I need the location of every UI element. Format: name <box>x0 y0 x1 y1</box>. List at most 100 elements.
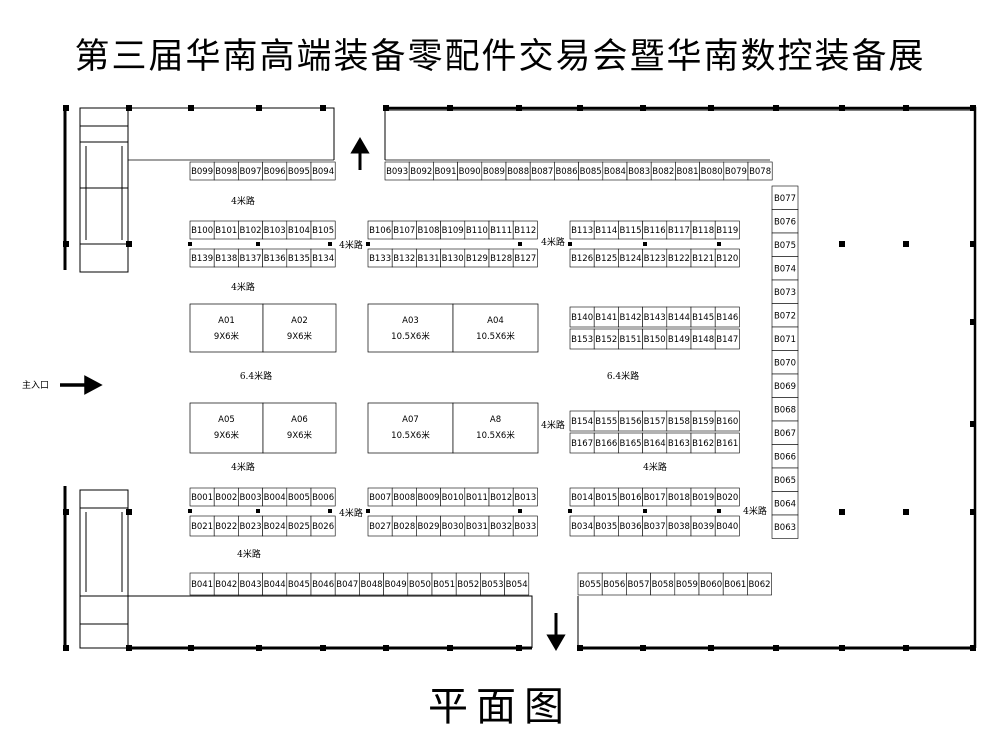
booth-label: B141 <box>595 313 617 323</box>
booth-label: B149 <box>668 335 690 345</box>
booth-label: B013 <box>514 493 536 503</box>
wall <box>385 106 977 648</box>
wall <box>80 507 128 625</box>
booth-label: B042 <box>215 580 237 590</box>
booth-label: B027 <box>369 522 391 532</box>
pillar <box>839 105 845 111</box>
road-label: 4米路 <box>339 239 363 251</box>
booth <box>310 515 336 537</box>
booth-label: B113 <box>571 226 593 236</box>
booth-label: B091 <box>434 167 456 177</box>
booth-label: B029 <box>417 522 439 532</box>
large-booth <box>367 303 454 353</box>
booth-label: B123 <box>644 254 666 264</box>
pillar <box>518 509 522 513</box>
booth-label: B049 <box>385 580 407 590</box>
large-booth-name: A01 <box>218 316 235 326</box>
large-booth <box>189 303 264 353</box>
booth-label: B019 <box>692 493 714 503</box>
booth-label: B093 <box>386 167 408 177</box>
booth-label: B023 <box>239 522 261 532</box>
booth-label: B038 <box>668 522 690 532</box>
pillar <box>328 242 332 246</box>
booth-label: B080 <box>701 167 723 177</box>
booth-label: B081 <box>676 167 698 177</box>
booth <box>747 572 772 596</box>
large-booth-size: 9X6米 <box>287 331 313 342</box>
arrow-right-icon <box>60 375 103 395</box>
booth <box>714 306 740 328</box>
pillar <box>328 509 332 513</box>
booth-label: B146 <box>716 313 738 323</box>
booth-label: B048 <box>360 580 382 590</box>
booth-label: B085 <box>580 167 602 177</box>
road-label: 4米路 <box>339 507 363 519</box>
booth-label: B003 <box>239 493 261 503</box>
booth-label: B015 <box>595 493 617 503</box>
large-booths: A019X6米A029X6米A0310.5X6米A0410.5X6米A059X6… <box>189 303 539 454</box>
booth <box>512 515 538 537</box>
pillar <box>903 509 909 515</box>
pillar <box>717 242 721 246</box>
booth-label: B136 <box>264 254 286 264</box>
wall <box>80 125 128 245</box>
pillar <box>447 645 453 651</box>
large-booth-size: 10.5X6米 <box>476 430 515 441</box>
pillar <box>320 105 326 111</box>
booth-label: B054 <box>506 580 528 590</box>
booth-label: B009 <box>417 493 439 503</box>
booth-label: B056 <box>603 580 625 590</box>
booth-label: B046 <box>312 580 334 590</box>
booth-label: B144 <box>668 313 690 323</box>
booth-label: B052 <box>457 580 479 590</box>
large-booth-size: 9X6米 <box>287 430 313 441</box>
booth-label: B125 <box>595 254 617 264</box>
road-label: 4米路 <box>541 236 565 248</box>
booth <box>714 432 740 454</box>
pillar <box>188 242 192 246</box>
booth-label: B083 <box>628 167 650 177</box>
pillar <box>577 105 583 111</box>
pillar <box>63 645 69 651</box>
booth-label: B156 <box>619 417 641 427</box>
booth-label: B075 <box>774 241 796 251</box>
booth-label: B021 <box>191 522 213 532</box>
plan-subtitle: 平面图 <box>428 684 572 730</box>
pillar <box>970 319 976 325</box>
pillar <box>188 645 194 651</box>
large-booth-size: 9X6米 <box>214 430 240 441</box>
booth-label: B095 <box>288 167 310 177</box>
pillar <box>839 645 845 651</box>
pillar <box>516 645 522 651</box>
booth-label: B089 <box>483 167 505 177</box>
wall <box>79 107 129 273</box>
pillar <box>568 242 572 246</box>
booth-label: B007 <box>369 493 391 503</box>
booth <box>714 515 740 537</box>
road-label: 6.4米路 <box>240 370 272 382</box>
road-label: 4米路 <box>237 548 261 560</box>
pillar <box>970 421 976 427</box>
booth-label: B004 <box>264 493 286 503</box>
booth-label: B140 <box>571 313 593 323</box>
booth-label: B134 <box>312 254 334 264</box>
booth-label: B148 <box>692 335 714 345</box>
booth-label: B082 <box>652 167 674 177</box>
booth-label: B028 <box>393 522 415 532</box>
booth-label: B069 <box>774 382 796 392</box>
booth-label: B071 <box>774 335 796 345</box>
pillar <box>126 105 132 111</box>
booth-label: B107 <box>393 226 415 236</box>
booth-label: B110 <box>466 226 488 236</box>
pillar <box>568 509 572 513</box>
booth-label: B139 <box>191 254 213 264</box>
pillar <box>126 241 132 247</box>
booth-label: B070 <box>774 358 796 368</box>
road-label: 4米路 <box>231 281 255 293</box>
booth-label: B138 <box>215 254 237 264</box>
pillar <box>516 105 522 111</box>
booth-label: B047 <box>336 580 358 590</box>
